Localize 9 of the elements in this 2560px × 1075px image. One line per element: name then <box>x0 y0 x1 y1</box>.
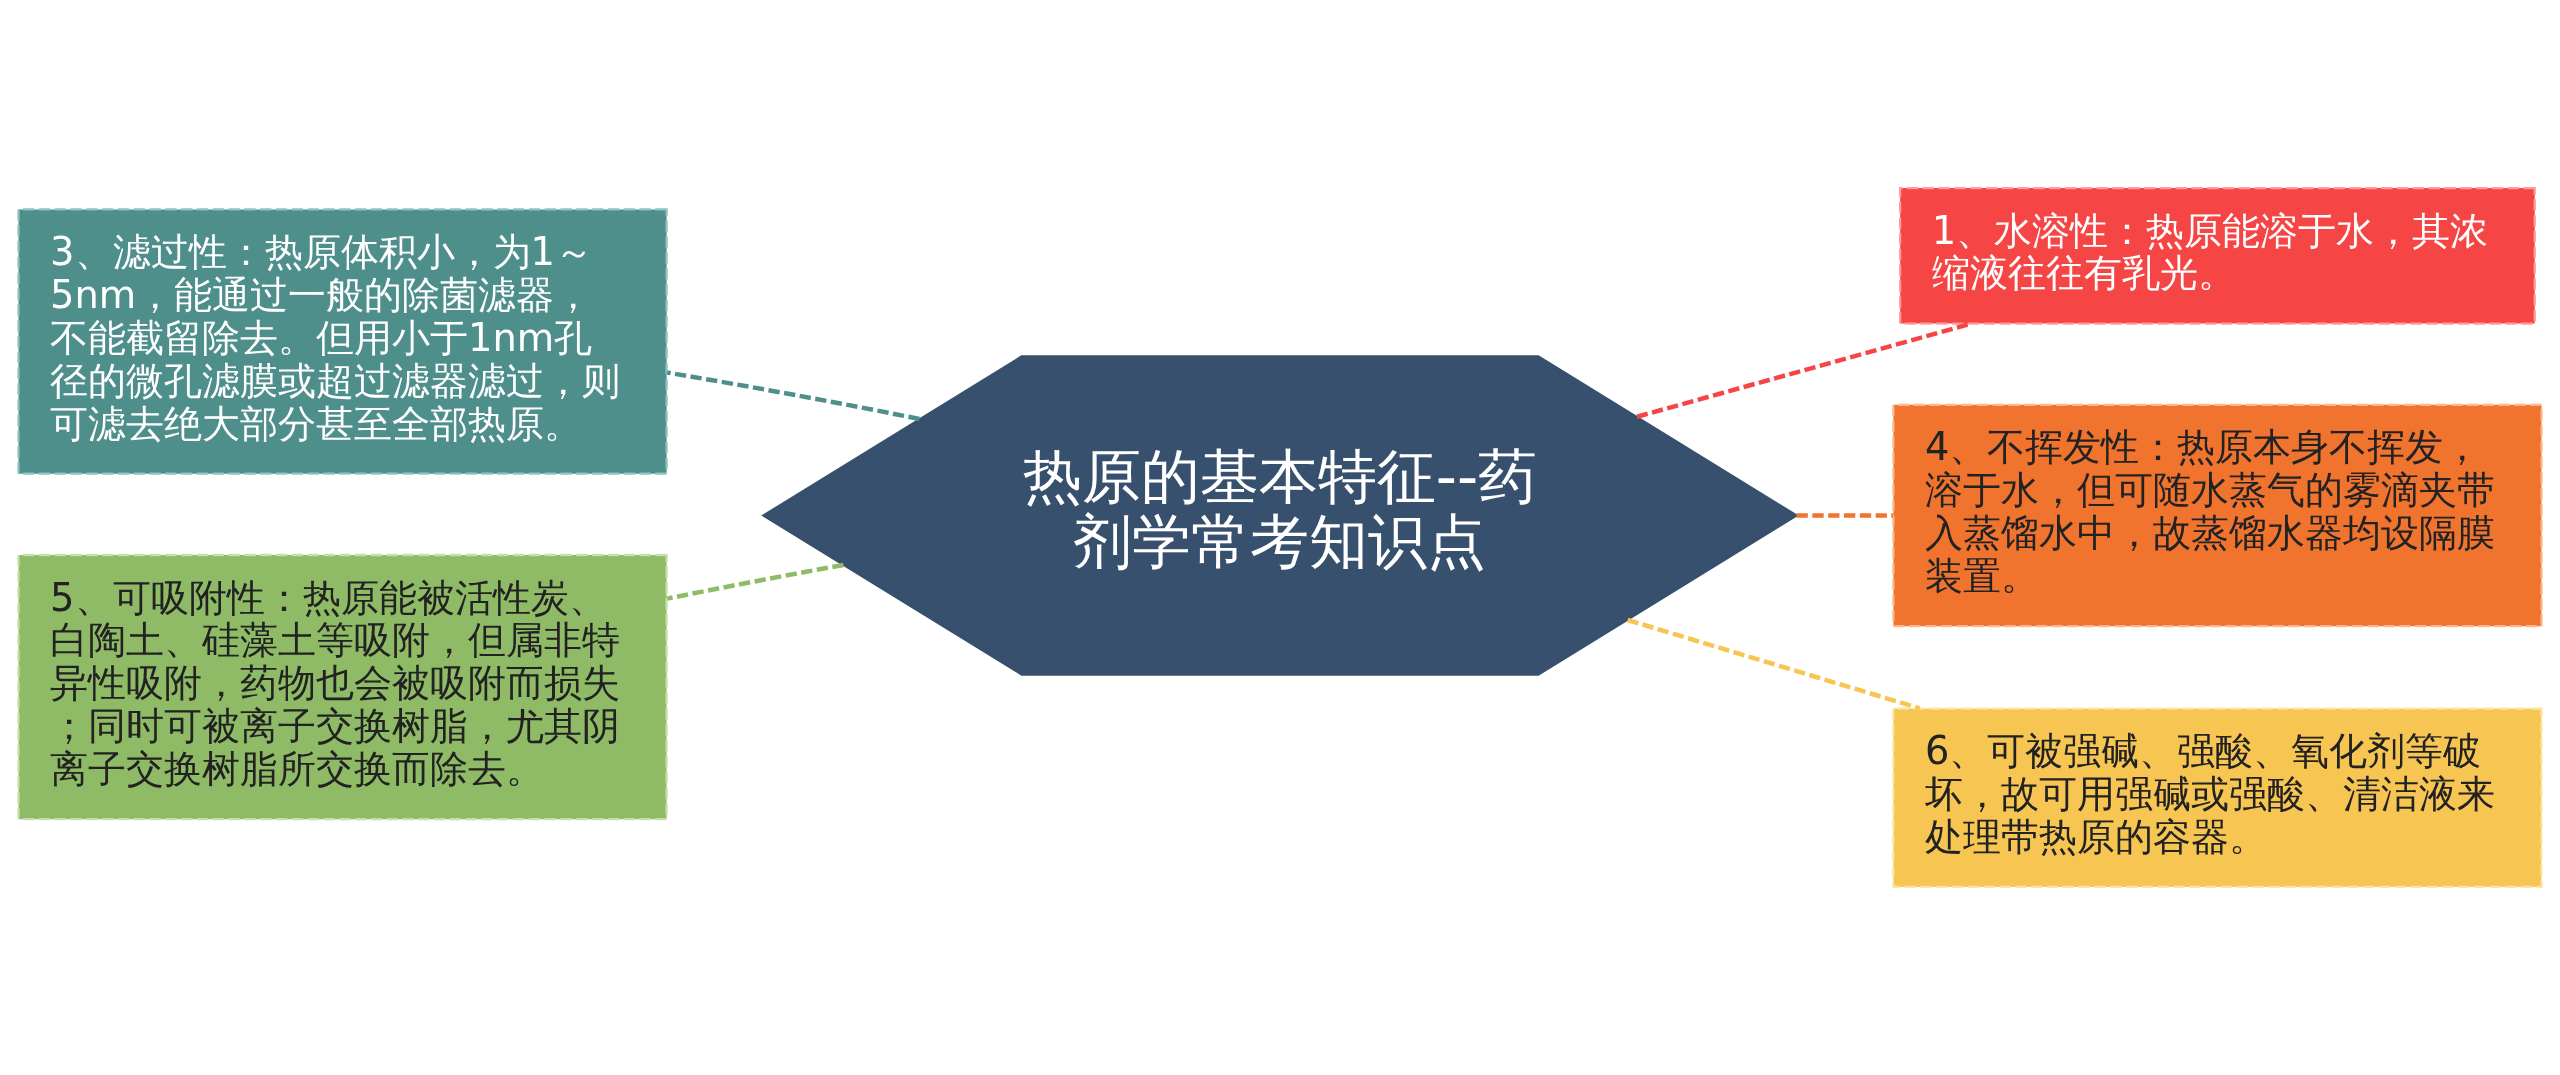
connector <box>666 562 844 601</box>
connector <box>1796 513 1894 518</box>
connector <box>666 370 920 422</box>
connector <box>1627 617 1921 711</box>
node-box: 5、可吸附性：热原能被活性炭、白陶土、硅藻土等吸附，但属非特异性吸附，药物也会被吸附而损失；同时可被离子交换树脂，尤其阴离子交换树脂所交换而除去。 <box>17 553 668 821</box>
node-box: 1、水溶性：热原能溶于水，其浓缩液往往有乳光。 <box>1899 186 2536 325</box>
node-box: 6、可被强碱、强酸、氧化剂等破坏，故可用强碱或强酸、清洁液来处理带热原的容器。 <box>1892 707 2543 889</box>
node-box: 4、不挥发性：热原本身不挥发，溶于水，但可随水蒸气的雾滴夹带入蒸馏水中，故蒸馏水器均设隔膜装置。 <box>1892 403 2543 628</box>
node-box: 3、滤过性：热原体积小，为1～5nm，能通过一般的除菌滤器，不能截留除去。但用小于1nm孔径的微孔滤膜或超过滤器滤过，则可滤去绝大部分甚至全部热原。 <box>17 208 668 475</box>
